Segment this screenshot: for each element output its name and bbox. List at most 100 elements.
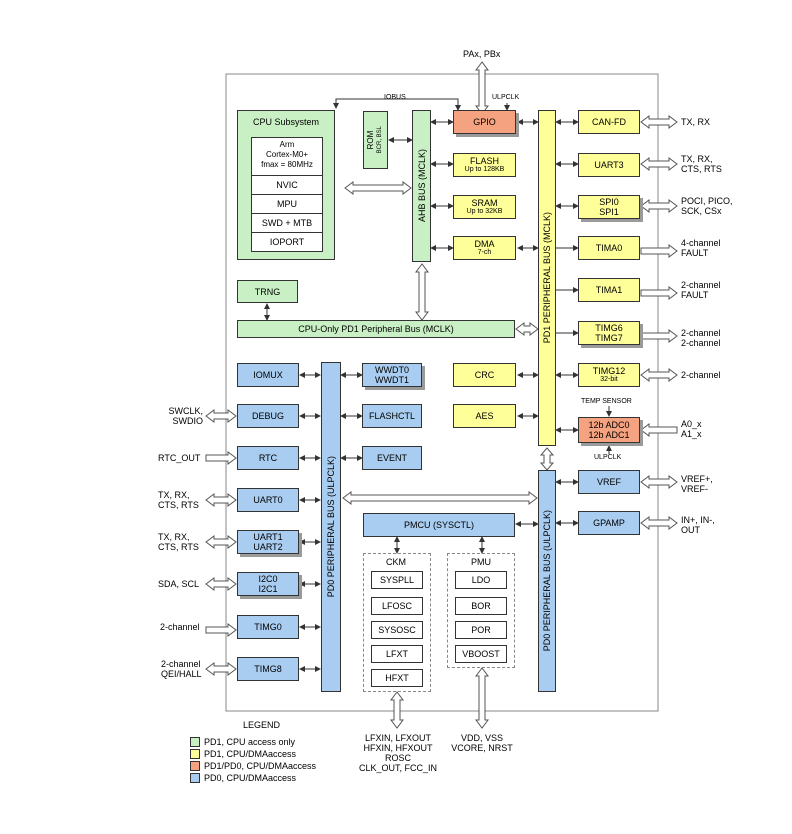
timg6-7-block: TIMG6 TIMG7 <box>578 321 640 345</box>
sysosc-block: SYSOSC <box>371 621 423 639</box>
core-line-2: Cortex-M0+ <box>265 150 308 159</box>
swd-mtb-block: SWD + MTB <box>252 214 322 233</box>
can-fd-pins: TX, RX <box>681 117 711 127</box>
pmu-pins: VDD, VSS VCORE, NRST <box>451 733 513 753</box>
timg12-block: TIMG12 32-bit <box>578 363 640 387</box>
legend-swatch-green <box>190 737 200 747</box>
timg12-label: TIMG12 <box>592 366 626 376</box>
spi-pins: POCI, PICO, SCK, CSx <box>681 196 733 216</box>
lfxt-block: LFXT <box>371 645 423 663</box>
wwdt-block: WWDT0 WWDT1 <box>362 363 422 387</box>
chip-boundary <box>225 73 659 712</box>
iomux-block: IOMUX <box>237 363 299 387</box>
ioport-block: IOPORT <box>269 237 305 247</box>
lfosc-block: LFOSC <box>371 597 423 615</box>
aes-block: AES <box>453 404 516 428</box>
adc-pins: A0_x A1_x <box>681 419 702 439</box>
gpamp-pins: IN+, IN-, OUT <box>681 515 715 535</box>
tima1-pins: 2-channel FAULT <box>681 280 721 300</box>
sram-label: SRAM <box>471 198 498 208</box>
legend-item-3: PD1/PD0, CPU/DMAaccess <box>204 761 317 771</box>
arm-core: Arm Cortex-M0+ fmax = 80MHz <box>252 138 322 176</box>
legend-swatch-orange <box>190 761 200 771</box>
tima1-block: TIMA1 <box>578 278 640 302</box>
timg8-block: TIMG8 <box>237 657 299 681</box>
iobus-line <box>333 98 461 111</box>
crc-block: CRC <box>453 363 516 387</box>
pd0-bus-right-label: PD0 PERIPHERAL BUS (ULPCLK) <box>542 510 552 652</box>
vboost-block: VBOOST <box>455 645 507 663</box>
trng-block: TRNG <box>237 280 298 303</box>
legend-item-2: PD1, CPU/DMAaccess <box>204 749 297 759</box>
legend-swatch-yellow <box>190 749 200 759</box>
nvic-block: NVIC <box>252 176 322 195</box>
temp-sensor-label: TEMP SENSOR <box>581 398 632 405</box>
tima0-block: TIMA0 <box>578 236 640 260</box>
sram-block: SRAM Up to 32KB <box>453 195 516 219</box>
uart0-block: UART0 <box>237 488 299 512</box>
core-line-3: fmax = 80MHz <box>261 160 313 169</box>
debug-block: DEBUG <box>237 404 299 428</box>
dma-channels: 7-ch <box>477 249 492 256</box>
ckm-title: CKM <box>386 557 406 567</box>
debug-pins: SWCLK, SWDIO <box>168 406 203 426</box>
hfxt-block: HFXT <box>371 669 423 687</box>
cpu-subsystem: CPU Subsystem Arm Cortex-M0+ fmax = 80MH… <box>237 110 335 260</box>
rom-sub: BCR, BSL <box>377 126 383 154</box>
gpamp-block: GPAMP <box>578 511 640 535</box>
flash-label: FLASH <box>469 156 499 166</box>
timg12-pins: 2-channel <box>681 370 721 380</box>
pd1-bus-label: PD1 PERIPHERAL BUS (MCLK) <box>542 212 552 344</box>
timg6-7-pins: 2-channel 2-channel <box>681 328 721 348</box>
syspll-block: SYSPLL <box>371 571 423 589</box>
ckm-group <box>363 553 431 692</box>
legend-item-4: PD0, CPU/DMAaccess <box>204 773 297 783</box>
pmu-group <box>447 553 515 668</box>
mpu-block: MPU <box>252 195 322 214</box>
por-block: POR <box>455 621 507 639</box>
sram-size: Up to 32KB <box>466 208 503 215</box>
ulpclk-adc-label: ULPCLK <box>594 454 622 461</box>
ckm-pins: LFXIN, LFXOUT HFXIN, HFXOUT ROSC CLK_OUT… <box>358 733 438 773</box>
ldo-block: LDO <box>455 571 507 589</box>
rom-block: ROM BCR, BSL <box>363 111 388 169</box>
event-block: EVENT <box>362 446 422 470</box>
uart1-2-pins: TX, RX, CTS, RTS <box>158 532 199 552</box>
pmu-title: PMU <box>471 557 491 567</box>
i2c-pins: SDA, SCL <box>158 579 200 589</box>
timg8-pins: 2-channel QEI/HALL <box>161 659 202 679</box>
pins-arrow-top <box>475 61 489 115</box>
rtc-block: RTC <box>237 446 299 470</box>
pd0-bus-left-label: PD0 PERIPHERAL BUS (ULPCLK) <box>326 456 336 598</box>
pd1-peripheral-bus: PD1 PERIPHERAL BUS (MCLK) <box>538 110 556 446</box>
cpu-core-stack: Arm Cortex-M0+ fmax = 80MHz NVIC MPU SWD… <box>251 137 323 252</box>
uart3-pins: TX, RX, CTS, RTS <box>681 154 722 174</box>
rom-title: ROM <box>366 130 375 150</box>
legend-title: LEGEND <box>243 720 281 730</box>
timg0-block: TIMG0 <box>237 615 299 639</box>
uart1-2-block: UART1 UART2 <box>237 530 299 554</box>
ahb-bus: AHB BUS (MCLK) <box>412 110 431 262</box>
cpu-subsystem-title: CPU Subsystem <box>252 117 320 127</box>
legend-swatch-blue <box>190 773 200 783</box>
iobus-label: IOBUS <box>384 94 406 101</box>
uart3-block: UART3 <box>578 153 640 177</box>
pd0-bus-right: PD0 PERIPHERAL BUS (ULPCLK) <box>538 470 556 692</box>
i2c-block: I2C0 I2C1 <box>237 572 299 596</box>
flashctl-block: FLASHCTL <box>362 404 422 428</box>
uart0-pins: TX, RX, CTS, RTS <box>158 490 199 510</box>
timg12-width: 32-bit <box>600 376 618 383</box>
legend-item-1: PD1, CPU access only <box>204 737 296 747</box>
core-line-1: Arm <box>279 140 295 149</box>
tima0-pins: 4-channel FAULT <box>681 238 721 258</box>
dma-block: DMA 7-ch <box>453 236 516 260</box>
ulpclk-top-label: ULPCLK <box>492 94 520 101</box>
vref-block: VREF <box>578 470 640 494</box>
pmcu-block: PMCU (SYSCTL) <box>363 513 515 537</box>
gpio-block: GPIO <box>453 110 516 134</box>
dma-label: DMA <box>474 239 495 249</box>
cpu-only-bus: CPU-Only PD1 Peripheral Bus (MCLK) <box>237 320 515 338</box>
spi-block: SPI0 SPI1 <box>578 195 640 219</box>
ahb-bus-label: AHB BUS (MCLK) <box>416 149 427 223</box>
